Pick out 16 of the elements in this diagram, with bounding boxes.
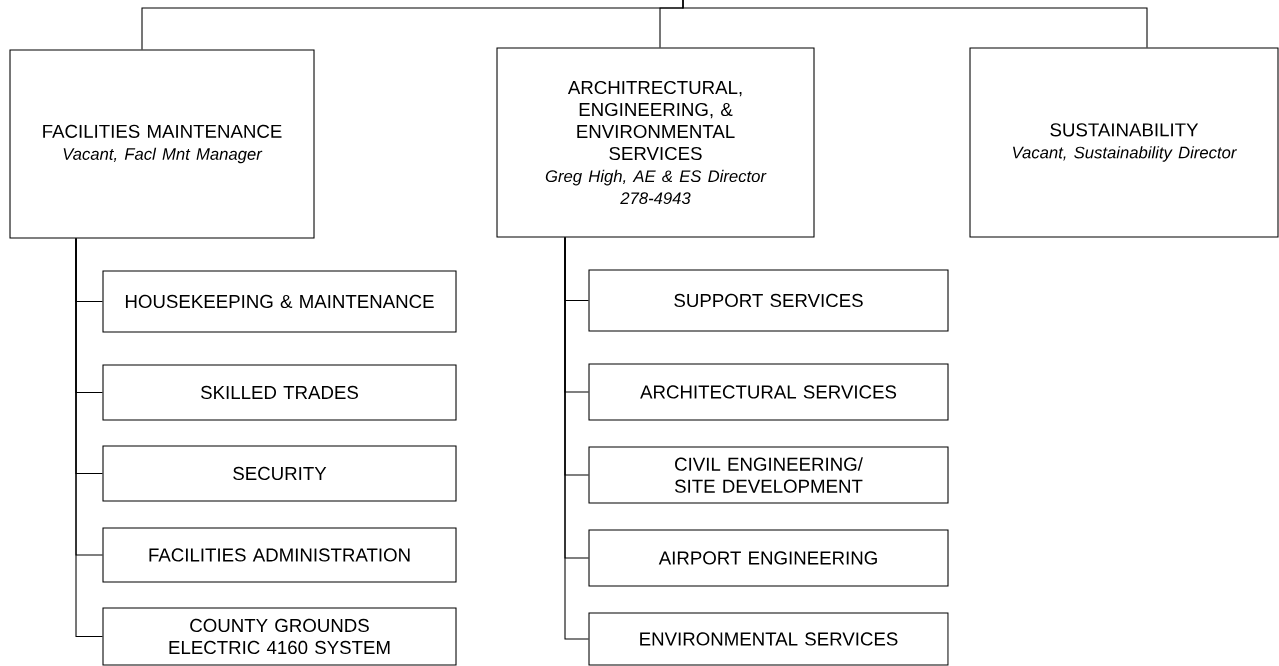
org-box: ARCHITRECTURAL, ENGINEERING, & ENVIRONMENTAL SERVICES Greg High, AE & ES Director 278-4943 — [496, 47, 815, 238]
org-box: COUNTY GROUNDS ELECTRIC 4160 SYSTEM — [102, 607, 457, 666]
org-box: SUSTAINABILITY Vacant, Sustainability Director — [969, 47, 1279, 238]
connector-line — [75, 238, 103, 638]
org-box: HOUSEKEEPING & MAINTENANCE — [102, 270, 457, 333]
org-box: AIRPORT ENGINEERING — [588, 529, 949, 587]
org-box: ARCHITECTURAL SERVICES — [588, 363, 949, 421]
org-box: FACILITIES ADMINISTRATION — [102, 527, 457, 583]
org-box: CIVIL ENGINEERING/ SITE DEVELOPMENT — [588, 446, 949, 504]
org-box: ENVIRONMENTAL SERVICES — [588, 612, 949, 666]
connector-line — [682, 0, 1148, 48]
org-box: FACILITIES MAINTENANCE Vacant, Facl Mnt Manager — [9, 49, 315, 239]
org-box: SUPPORT SERVICES — [588, 269, 949, 332]
org-box: SKILLED TRADES — [102, 364, 457, 421]
connector-line — [564, 237, 589, 640]
org-box: SECURITY — [102, 445, 457, 502]
